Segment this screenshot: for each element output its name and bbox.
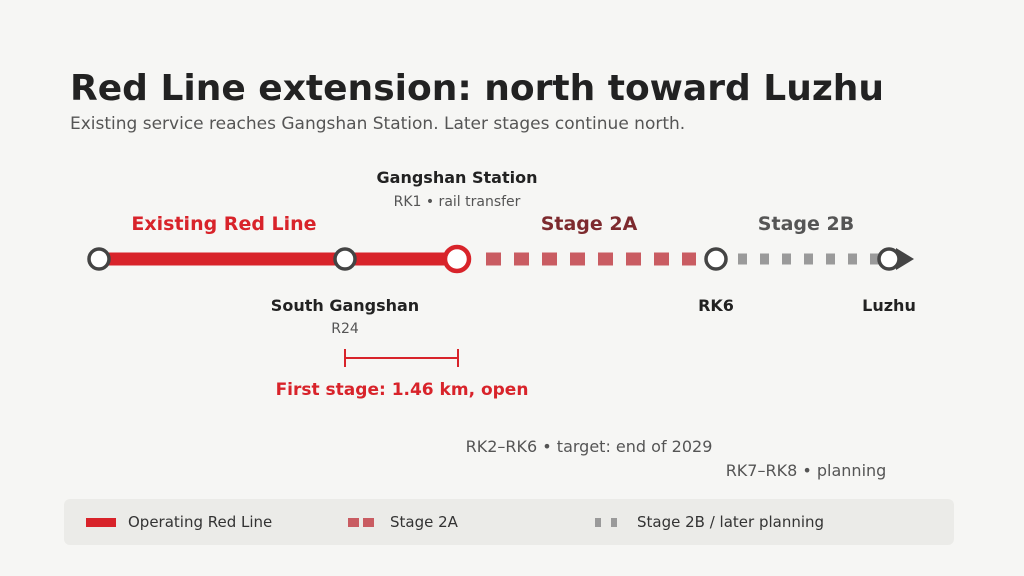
stage-2a-label: Stage 2A xyxy=(540,213,638,235)
legend-swatch-stage-2b xyxy=(595,517,625,527)
legend-label-stage-2a: Stage 2A xyxy=(390,513,458,531)
legend-label-operating: Operating Red Line xyxy=(128,513,273,531)
legend-item-stage-2b: Stage 2B / later planning xyxy=(595,499,824,545)
first-stage-bracket xyxy=(344,349,459,367)
station-gangshan[interactable] xyxy=(442,244,472,274)
station-luzhu[interactable] xyxy=(877,247,901,271)
stage-2b-label: Stage 2B xyxy=(757,213,855,235)
existing-line-label: Existing Red Line xyxy=(131,213,317,235)
luzhu-label: Luzhu xyxy=(862,296,916,315)
page-subtitle: Existing service reaches Gangshan Statio… xyxy=(70,114,686,134)
north-arrow-icon xyxy=(896,248,914,270)
station-start[interactable] xyxy=(87,247,111,271)
station-rk6[interactable] xyxy=(704,247,728,271)
gangshan-station-label: Gangshan Station xyxy=(376,168,538,187)
stage-2b-note: RK7–RK8 • planning xyxy=(725,461,887,480)
gangshan-station-code: RK1 • rail transfer xyxy=(393,194,521,210)
legend-item-stage-2a: Stage 2A xyxy=(348,499,458,545)
south-gangshan-label: South Gangshan xyxy=(270,296,420,315)
page-title: Red Line extension: north toward Luzhu xyxy=(70,68,885,109)
legend-label-stage-2b: Stage 2B / later planning xyxy=(637,513,825,531)
south-gangshan-code: R24 xyxy=(331,321,359,337)
legend: Operating Red Line Stage 2A Stage 2B / l… xyxy=(64,499,954,545)
legend-item-operating: Operating Red Line xyxy=(86,499,272,545)
stage-2a-note: RK2–RK6 • target: end of 2029 xyxy=(465,437,713,456)
legend-swatch-operating xyxy=(86,517,116,527)
legend-swatch-stage-2a xyxy=(348,517,378,527)
station-south-gangshan[interactable] xyxy=(333,247,357,271)
first-stage-label: First stage: 1.46 km, open xyxy=(275,380,529,400)
rk6-label: RK6 xyxy=(698,296,734,315)
